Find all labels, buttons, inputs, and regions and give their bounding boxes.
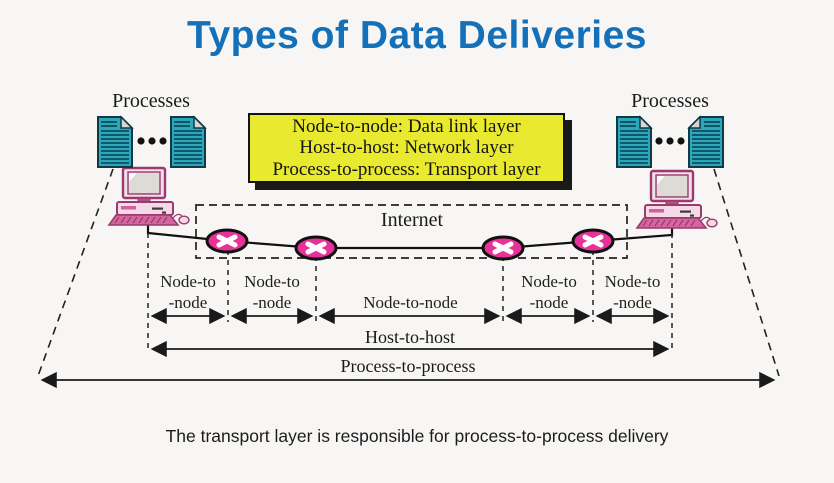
processes-label-right: Processes [631, 90, 709, 112]
node-segment-label-5: Node-to -node [604, 271, 661, 312]
router-icon-4 [573, 230, 613, 252]
computer-icon-right [635, 169, 719, 230]
document-icon-left-2 [170, 116, 206, 168]
layer-note-box: Node-to-node: Data link layer Host-to-ho… [248, 113, 565, 183]
node-segment-label-1: Node-to -node [160, 271, 216, 312]
note-line-host: Host-to-host: Network layer [299, 137, 514, 159]
computer-icon-left [107, 166, 191, 227]
note-line-process: Process-to-process: Transport layer [272, 158, 541, 180]
node-segment-label-3: Node-to-node [363, 292, 458, 312]
document-icon-right-2 [688, 116, 724, 168]
host-to-host-label: Host-to-host [365, 327, 455, 347]
router-icon-2 [296, 237, 336, 259]
slide-caption: The transport layer is responsible for p… [165, 426, 669, 446]
ellipsis-dots-right [655, 137, 685, 145]
router-icon-1 [207, 230, 247, 252]
note-line-node: Node-to-node: Data link layer [292, 115, 521, 137]
document-icon-right-1 [616, 116, 652, 168]
processes-label-left: Processes [112, 90, 190, 112]
process-to-process-label: Process-to-process [340, 356, 476, 376]
node-segment-label-2: Node-to -node [244, 271, 300, 312]
router-icon-3 [483, 237, 523, 259]
page-title: Types of Data Deliveries [187, 14, 647, 57]
document-icon-left-1 [97, 116, 133, 168]
ellipsis-dots-left [137, 137, 167, 145]
node-segment-label-4: Node-to -node [521, 271, 577, 312]
internet-label: Internet [380, 209, 444, 231]
